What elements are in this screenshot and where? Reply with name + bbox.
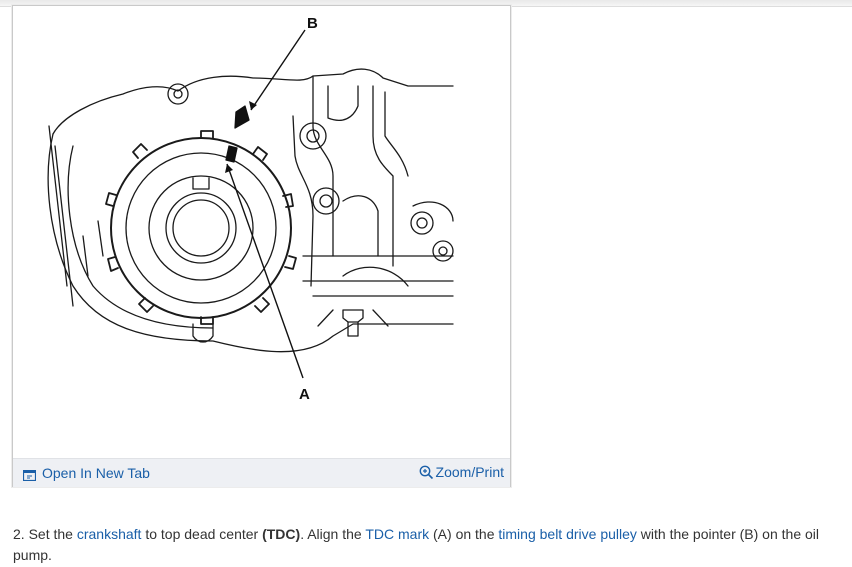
leader-line-b	[250, 29, 306, 111]
zoom-print-label: Zoom/Print	[435, 464, 504, 480]
rib-4	[384, 91, 409, 177]
pulley-teeth	[105, 130, 297, 325]
figure-frame: B A Open In New Tab Zoom/Print	[12, 5, 511, 487]
housing-inner-line	[67, 145, 214, 329]
tdc-mark	[225, 145, 238, 163]
rib-1	[312, 75, 334, 257]
boss-top-left	[167, 83, 189, 105]
zoom-in-icon	[419, 465, 434, 480]
bolt-boss-4	[432, 240, 454, 262]
open-in-new-tab-link[interactable]: Open In New Tab	[22, 465, 150, 481]
pump-housing-outline	[52, 68, 454, 135]
zoom-print-link[interactable]: Zoom/Print	[419, 464, 504, 480]
label-a: A	[299, 386, 310, 403]
timing-belt-pulley-link[interactable]: timing belt drive pulley	[498, 526, 637, 542]
step-number: 2.	[13, 526, 25, 542]
pulley-inner-ring	[125, 152, 277, 304]
leader-line-a	[226, 163, 304, 379]
gasket-edge	[302, 255, 454, 297]
open-in-new-tab-label: Open In New Tab	[42, 465, 150, 481]
instruction-text-5: with the pointer (B) on the oil pump.	[13, 526, 820, 563]
figure-toolbar: Open In New Tab Zoom/Print	[13, 458, 510, 487]
rib-2	[327, 85, 359, 121]
rib-5	[342, 195, 379, 257]
instruction-text-1: Set the	[28, 526, 73, 542]
label-b: B	[307, 15, 318, 32]
pulley-ring	[110, 137, 292, 319]
housing-left-edge	[48, 125, 68, 287]
tdc-mark-link[interactable]: TDC mark	[365, 526, 430, 542]
bolt-boss-2	[312, 187, 340, 215]
bottom-lug	[192, 323, 214, 343]
pointer-b	[234, 105, 250, 129]
pump-housing-lower	[47, 133, 454, 353]
crankshaft-link[interactable]: crankshaft	[76, 526, 142, 542]
housing-left-edge-2	[54, 145, 74, 307]
pulley-hub	[148, 175, 254, 281]
bolt-boss-1	[299, 122, 327, 150]
key-slot	[192, 177, 210, 190]
oil-pump-diagram: B A	[47, 15, 454, 403]
rib-3	[372, 85, 394, 267]
rib-6	[292, 115, 314, 287]
bolt-boss-3	[410, 211, 434, 235]
instruction-step: 2. Set the crankshaft to top dead center…	[13, 524, 835, 566]
instruction-text-4: (A) on the	[433, 526, 495, 542]
bottom-bolt	[342, 309, 364, 323]
instruction-text-2: to top dead center	[145, 526, 259, 542]
tdc-abbrev: (TDC)	[262, 526, 301, 542]
instruction-text-3: . Align the	[300, 526, 362, 542]
open-in-new-tab-icon	[22, 468, 37, 481]
